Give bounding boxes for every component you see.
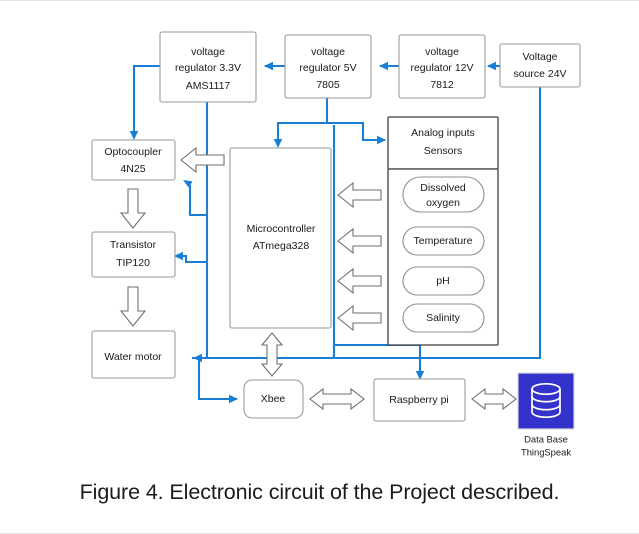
raspberry-pi-line1: Raspberry pi (389, 394, 449, 406)
regulator-5v-line1: voltage (311, 46, 345, 58)
wire-arrow-12v (487, 61, 496, 71)
wire-arrow-water-motor (193, 353, 202, 363)
wire-33v-to-xbee (197, 356, 238, 401)
regulator-12v-line3: 7812 (430, 79, 454, 91)
wire-arrow-5v (379, 61, 388, 71)
figure-caption: Figure 4. Electronic circuit of the Proj… (79, 480, 560, 504)
block-analog-inputs-header[interactable]: Analog inputs Sensors (387, 116, 499, 170)
flow-arrow-optocoupler-to-transistor (119, 188, 147, 229)
wire-source-to-motor-bus (191, 85, 542, 360)
block-xbee[interactable]: Xbee (243, 379, 304, 419)
flow-arrow-sensor-4-to-mcu (337, 304, 382, 332)
circuit-block-diagram: voltage regulator 3.3V AMS1117 voltage r… (91, 31, 581, 457)
block-raspberry-pi[interactable]: Raspberry pi (373, 378, 466, 422)
block-regulator-3v3[interactable]: voltage regulator 3.3V AMS1117 (159, 31, 257, 103)
sensor-item-ph[interactable]: pH (402, 266, 485, 296)
sensor-item-temperature[interactable]: Temperature (402, 226, 485, 256)
block-regulator-12v[interactable]: voltage regulator 12V 7812 (398, 34, 486, 99)
block-optocoupler[interactable]: Optocoupler 4N25 (91, 139, 176, 181)
power-wires (129, 61, 542, 404)
block-water-motor[interactable]: Water motor (91, 330, 176, 379)
sensor-dissolved-oxygen-line2: oxygen (426, 197, 460, 209)
sensor-temperature-line1: Temperature (414, 235, 473, 247)
regulator-5v-line3: 7805 (316, 79, 340, 91)
wire-arrow-optocoupler-signal (183, 180, 193, 188)
microcontroller-line2: ATmega328 (253, 240, 310, 252)
regulator-3v3-line1: voltage (191, 46, 225, 58)
wire-arrow-transistor (174, 251, 183, 261)
flow-arrow-sensor-1-to-mcu (337, 181, 382, 209)
optocoupler-line1: Optocoupler (104, 146, 162, 158)
flow-arrow-raspberry-database-bidirectional (471, 387, 517, 411)
wire-33v-to-optocoupler (132, 64, 162, 134)
xbee-line1: Xbee (261, 393, 286, 405)
flow-arrow-transistor-to-motor (119, 286, 147, 327)
block-microcontroller[interactable]: Microcontroller ATmega328 (229, 147, 332, 329)
flow-arrow-sensor-3-to-mcu (337, 267, 382, 295)
wire-5v-to-mcu (276, 121, 329, 142)
regulator-3v3-line3: AMS1117 (186, 80, 231, 92)
microcontroller-line1: Microcontroller (247, 223, 316, 235)
wire-mcu-to-optocoupler (188, 184, 209, 217)
block-voltage-source[interactable]: Voltage source 24V (499, 43, 581, 88)
wire-5v-to-analog (325, 121, 386, 142)
sensor-salinity-line1: Salinity (426, 312, 461, 324)
sensors-container: Dissolved oxygen Temperature pH Salinity (387, 168, 499, 346)
flow-arrow-mcu-xbee-bidirectional (260, 332, 284, 377)
sensor-item-salinity[interactable]: Salinity (402, 303, 485, 333)
wire-arrow-optocoupler (129, 131, 139, 140)
regulator-12v-line1: voltage (425, 46, 459, 58)
voltage-source-line1: Voltage (522, 51, 557, 63)
block-regulator-5v[interactable]: voltage regulator 5V 7805 (284, 34, 372, 99)
database-label-line1: Data Base (524, 433, 568, 444)
transistor-line1: Transistor (110, 239, 157, 251)
flow-arrow-xbee-raspberry-bidirectional (309, 387, 365, 411)
wire-arrow-analog-power (377, 135, 386, 145)
regulator-5v-line2: regulator 5V (299, 62, 356, 74)
sensor-item-dissolved-oxygen[interactable]: Dissolved oxygen (402, 176, 485, 213)
voltage-source-line2: source 24V (513, 68, 566, 80)
wire-arrow-33v (264, 61, 273, 71)
block-database-thingspeak[interactable]: Data Base ThingSpeak (517, 372, 575, 457)
sensor-ph-line1: pH (436, 275, 449, 287)
wire-arrow-xbee-power (229, 394, 238, 404)
regulator-3v3-line2: regulator 3.3V (175, 62, 241, 74)
flow-arrow-sensor-2-to-mcu (337, 227, 382, 255)
water-motor-line1: Water motor (104, 351, 162, 363)
analog-inputs-line2: Sensors (424, 145, 463, 157)
transistor-line2: TIP120 (116, 257, 150, 269)
database-cylinder-icon (531, 382, 561, 419)
flow-arrow-mcu-to-optocoupler (180, 146, 225, 174)
wire-arrow-mcu-power (273, 139, 283, 148)
optocoupler-line2: 4N25 (120, 163, 145, 175)
block-transistor[interactable]: Transistor TIP120 (91, 231, 176, 278)
database-label-line2: ThingSpeak (521, 446, 571, 457)
sensor-dissolved-oxygen-line1: Dissolved (420, 182, 466, 194)
regulator-12v-line2: regulator 12V (410, 62, 473, 74)
analog-inputs-line1: Analog inputs (411, 127, 475, 139)
wire-arrow-raspberry-power (415, 371, 425, 380)
